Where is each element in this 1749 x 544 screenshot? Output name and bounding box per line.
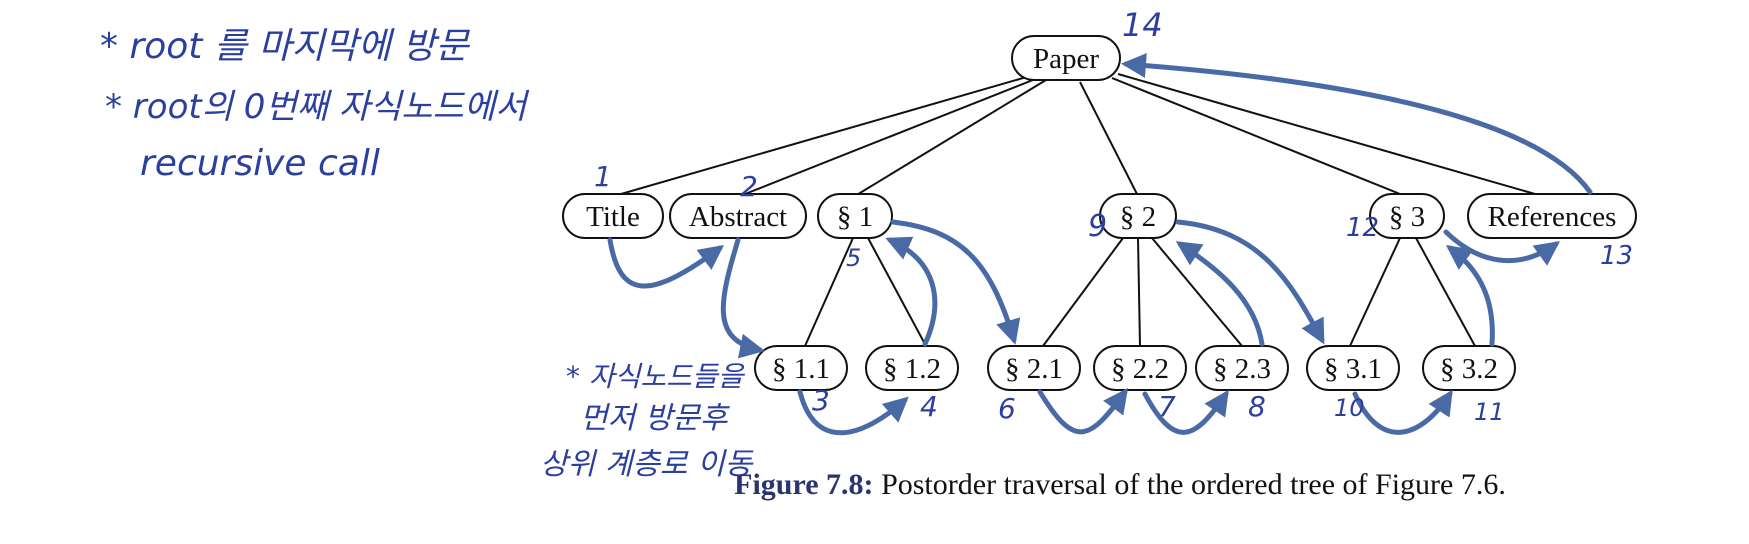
node-sec22-label: § 2.2 <box>1111 353 1169 385</box>
visit-order-marks: 1 2 3 4 5 6 7 8 9 10 11 12 13 14 <box>594 6 1633 426</box>
arrow-sec31-to-sec32 <box>1352 389 1453 435</box>
node-sec3: § 3 <box>1369 193 1445 239</box>
node-sec31: § 3.1 <box>1306 345 1400 391</box>
visit-mark-4: 4 <box>920 390 938 423</box>
node-sec21-label: § 2.1 <box>1005 353 1063 385</box>
arrow-sec23-to-sec2 <box>1175 241 1265 347</box>
node-references-label: References <box>1488 201 1617 233</box>
node-sec22: § 2.2 <box>1093 345 1187 391</box>
note-children-line1: * 자식노드들을 <box>566 360 746 393</box>
handwritten-notes: * root 를 마지막에 방문 * root의 0번째 자식노드에서 recu… <box>100 26 754 482</box>
note-recursive-line2: recursive call <box>140 143 380 184</box>
edge-paper-references <box>1117 73 1543 197</box>
arrow-sec2-to-sec31 <box>1175 219 1325 345</box>
node-sec23-label: § 2.3 <box>1213 353 1271 385</box>
note-children-line2: 먼저 방문후 <box>580 401 731 436</box>
visit-mark-13: 13 <box>1600 241 1633 271</box>
node-abstract-label: Abstract <box>689 201 787 233</box>
edge-sec2-sec21 <box>1042 237 1124 347</box>
node-abstract: Abstract <box>669 193 807 239</box>
visit-mark-6: 6 <box>998 392 1016 425</box>
node-sec3-label: § 3 <box>1389 201 1425 233</box>
node-references: References <box>1467 193 1637 239</box>
edge-paper-abstract <box>739 77 1039 197</box>
tree-edges <box>613 73 1543 347</box>
node-sec32: § 3.2 <box>1422 345 1516 391</box>
visit-mark-7: 7 <box>1158 390 1176 423</box>
edge-sec3-sec31 <box>1349 237 1401 347</box>
edge-sec1-sec12 <box>867 237 927 347</box>
arrow-sec21-to-sec22 <box>1037 387 1128 435</box>
visit-mark-11: 11 <box>1474 398 1505 426</box>
node-title-label: Title <box>586 201 640 233</box>
traversal-arrows <box>607 53 1593 436</box>
node-paper-label: Paper <box>1033 43 1099 75</box>
node-sec1: § 1 <box>817 193 893 239</box>
note-root-last: * root 를 마지막에 방문 <box>100 26 470 67</box>
arrow-sec11-to-sec12 <box>797 389 909 436</box>
visit-mark-3: 3 <box>812 384 830 417</box>
node-sec12-label: § 1.2 <box>883 353 941 385</box>
edge-paper-sec1 <box>854 79 1047 197</box>
edge-sec2-sec23 <box>1151 237 1243 347</box>
arrow-sec1-to-sec21 <box>890 219 1021 345</box>
node-sec1-label: § 1 <box>837 201 873 233</box>
edge-paper-title <box>613 75 1031 197</box>
edge-sec3-sec32 <box>1415 237 1476 347</box>
node-paper: Paper <box>1011 35 1121 81</box>
node-sec23: § 2.3 <box>1195 345 1289 391</box>
figure-caption-text: Postorder traversal of the ordered tree … <box>881 468 1506 501</box>
arrow-sec3-to-references <box>1443 229 1561 266</box>
note-children-line3: 상위 계층로 이동 <box>540 447 754 482</box>
edge-paper-sec3 <box>1111 77 1406 197</box>
arrow-title-to-abstract <box>607 237 725 289</box>
node-sec21: § 2.1 <box>987 345 1081 391</box>
node-sec32-label: § 3.2 <box>1440 353 1498 385</box>
node-sec2: § 2 <box>1099 193 1177 239</box>
visit-mark-12: 12 <box>1346 213 1379 243</box>
visit-mark-9: 9 <box>1088 209 1107 244</box>
arrow-sec22-to-sec23 <box>1142 389 1229 435</box>
arrow-abstract-to-sec11 <box>720 237 765 359</box>
visit-mark-5: 5 <box>846 244 861 272</box>
figure-caption: Figure 7.8: Postorder traversal of the o… <box>620 468 1620 502</box>
node-sec11-label: § 1.1 <box>772 353 830 385</box>
node-sec31-label: § 3.1 <box>1324 353 1382 385</box>
figure-caption-label: Figure 7.8: <box>734 468 874 501</box>
visit-mark-10: 10 <box>1334 394 1365 422</box>
edge-paper-sec2 <box>1079 81 1139 197</box>
node-sec12: § 1.2 <box>865 345 959 391</box>
node-sec11: § 1.1 <box>754 345 848 391</box>
edge-sec1-sec11 <box>804 237 854 347</box>
note-recursive-line1: * root의 0번째 자식노드에서 <box>105 87 530 127</box>
edge-sec2-sec22 <box>1137 237 1141 347</box>
visit-mark-2: 2 <box>740 170 758 203</box>
visit-mark-1: 1 <box>594 160 612 193</box>
arrow-sec12-to-sec1 <box>885 236 938 347</box>
node-sec2-label: § 2 <box>1120 201 1156 233</box>
arrow-references-to-paper <box>1121 53 1593 195</box>
visit-mark-8: 8 <box>1248 390 1266 423</box>
node-title: Title <box>562 193 664 239</box>
arrow-sec32-to-sec3 <box>1445 245 1495 347</box>
visit-mark-14: 14 <box>1122 6 1163 44</box>
